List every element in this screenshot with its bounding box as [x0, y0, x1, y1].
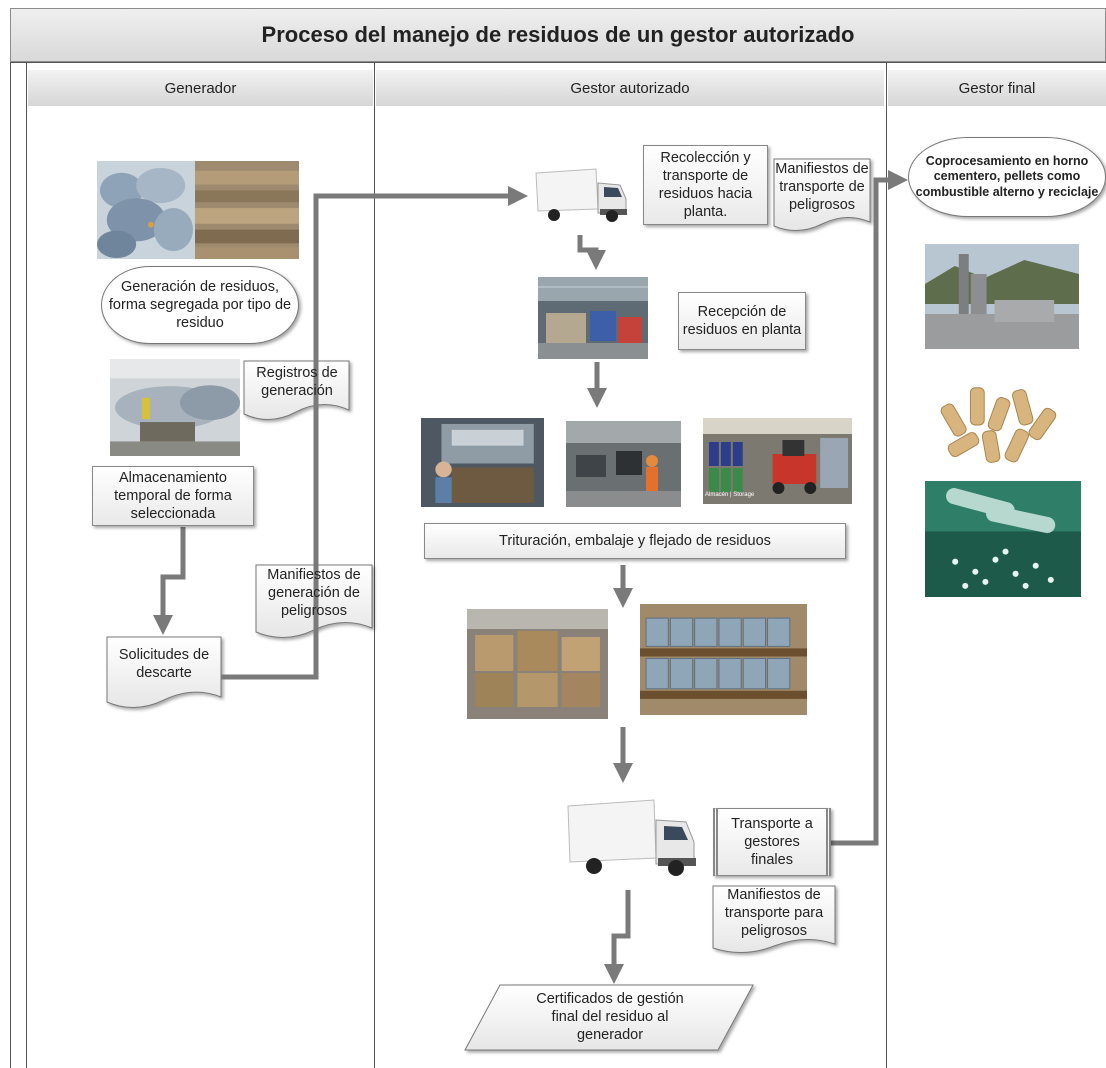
- reception-warehouse-photo: [538, 277, 648, 359]
- lane-divider-1: [374, 62, 375, 1068]
- diagram-title: Proceso del manejo de residuos de un ges…: [10, 8, 1106, 62]
- trituracion-label: Trituración, embalaje y flejado de resid…: [499, 532, 771, 549]
- arrow-solicitudes-to-recoleccion: [221, 186, 528, 680]
- coprocesamiento-oval: Coprocesamiento en horno cementero, pell…: [908, 137, 1106, 217]
- truck-photo-bottom: [562, 796, 702, 881]
- solicitudes-document-shape: [106, 636, 222, 708]
- recoleccion-label: Recolección y transporte de residuos hac…: [658, 149, 753, 221]
- almacenamiento-label: Almacenamiento temporal de forma selecci…: [114, 469, 232, 523]
- registros-document-shape: [243, 360, 350, 420]
- photo-caption: Almacén | Storage: [705, 492, 755, 498]
- arrow-truck-to-recepcion: [577, 235, 606, 270]
- manifiestos-transporte-top-label: Manifiestos de transporte de peligrosos: [775, 160, 869, 214]
- coprocesamiento-label: Coprocesamiento en horno cementero, pell…: [915, 153, 1099, 199]
- arrow-truck-to-certificados: [604, 890, 631, 984]
- certificados-data-shape: [464, 984, 754, 1051]
- baled-cardboard-photo: [467, 609, 608, 719]
- arrow-transporte-to-gestor-final: [831, 170, 908, 846]
- manifiestos-generacion-label: Manifiestos de generación de peligrosos: [267, 566, 361, 620]
- lane-divider-2: [886, 62, 887, 1068]
- manifiestos-top-document-shape: [773, 158, 871, 231]
- almacenamiento-box: Almacenamiento temporal de forma selecci…: [92, 466, 254, 526]
- lane-header-gestor-final: Gestor final: [888, 70, 1106, 106]
- manifiestos-bottom-document-shape: [712, 885, 836, 953]
- lane-header-gestor-autorizado: Gestor autorizado: [376, 70, 884, 106]
- cardboard-photo: [195, 161, 299, 259]
- certificados-label: Certificados de gestión final del residu…: [536, 990, 684, 1044]
- sorting-plant-photo: [566, 421, 681, 507]
- waste-bags-photo: [97, 161, 195, 259]
- cement-plant-photo: [925, 244, 1079, 349]
- recepcion-box: Recepción de residuos en planta: [678, 292, 806, 350]
- plastic-recycling-photo: [925, 481, 1081, 597]
- solicitudes-label: Solicitudes de descarte: [118, 646, 210, 681]
- frame-top-border: [10, 62, 1106, 63]
- transporte-gestores-label: Transporte a gestores finales: [731, 815, 813, 869]
- truck-photo-top: [530, 165, 630, 225]
- shredding-machine-photo: [421, 418, 544, 507]
- manifiestos-transporte-bottom-label: Manifiestos de transporte para peligroso…: [724, 886, 824, 940]
- outer-left-border: [10, 62, 11, 1068]
- arrow-almacenamiento-to-solicitudes: [153, 527, 186, 635]
- pellets-photo: [927, 374, 1075, 472]
- trituracion-box: Trituración, embalaje y flejado de resid…: [424, 523, 846, 559]
- frame-left-border: [26, 62, 27, 1068]
- drums-pallets-photo: [640, 604, 807, 715]
- registros-label: Registros de generación: [256, 364, 338, 399]
- transporte-gestores-box: Transporte a gestores finales: [713, 808, 831, 876]
- recepcion-label: Recepción de residuos en planta: [682, 303, 802, 338]
- storage-area-photo: [110, 359, 240, 456]
- lane-header-generador: Generador: [28, 70, 373, 106]
- forklift-storage-photo: Almacén | Storage: [703, 418, 852, 504]
- generacion-residuos-oval: Generación de residuos, forma segregada …: [101, 266, 299, 344]
- recoleccion-box: Recolección y transporte de residuos hac…: [643, 145, 768, 225]
- generacion-residuos-label: Generación de residuos, forma segregada …: [108, 278, 292, 332]
